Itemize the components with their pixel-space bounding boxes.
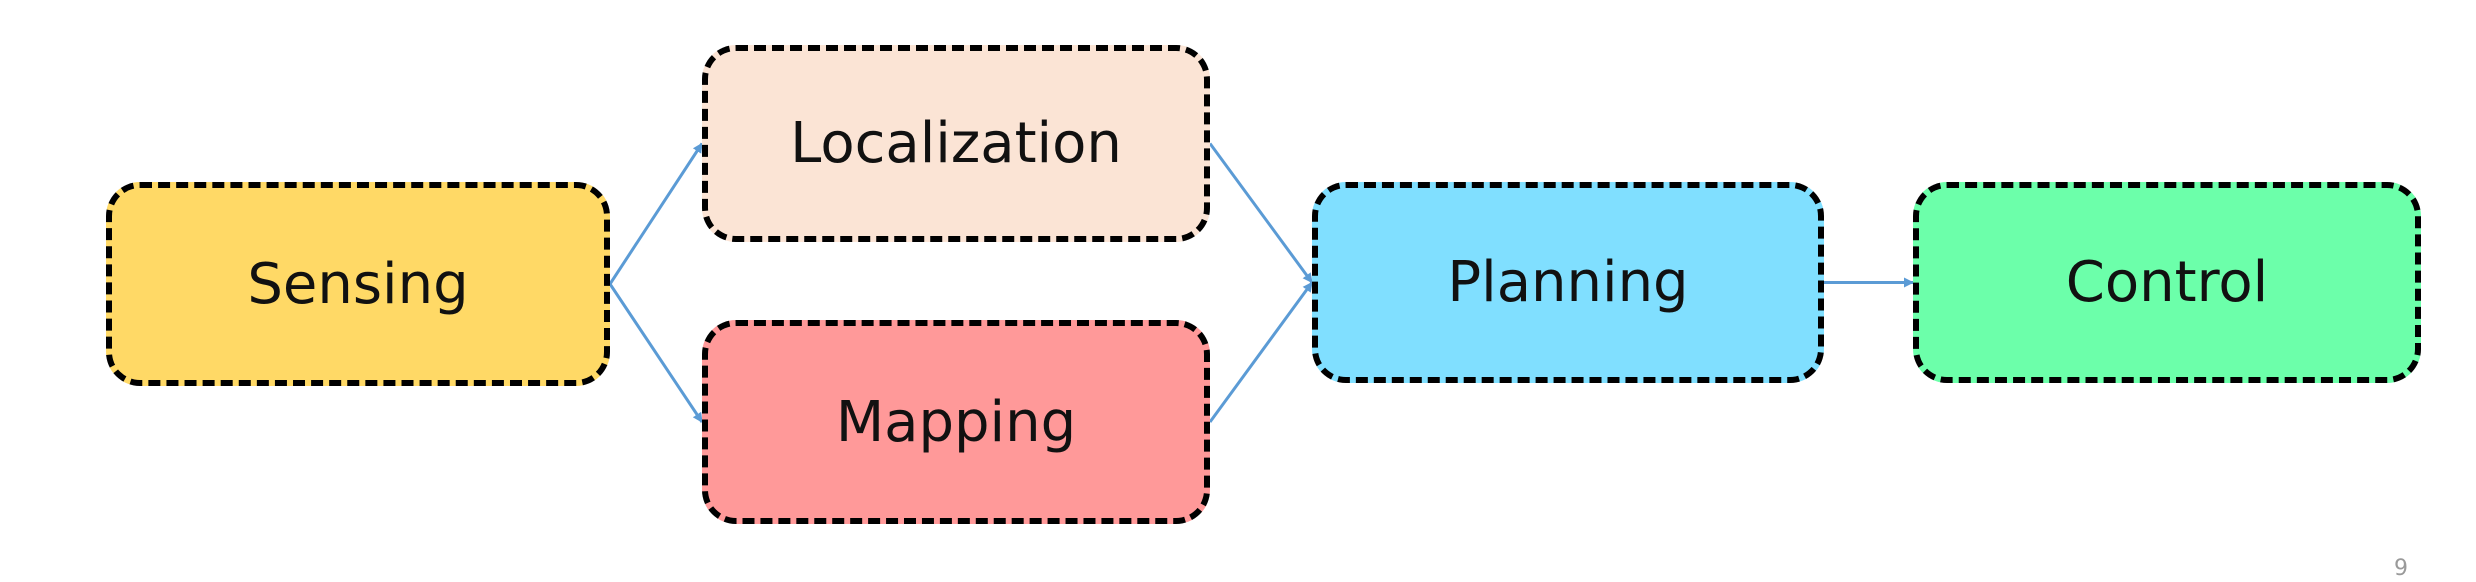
planning-node: Planning — [1312, 182, 1824, 383]
edge-sensing-to-mapping — [608, 283, 704, 423]
planning-label: Planning — [1447, 250, 1689, 315]
sensing-node: Sensing — [106, 182, 610, 386]
edge-localization-to-planning — [1208, 142, 1314, 284]
mapping-node: Mapping — [702, 320, 1210, 524]
control-label: Control — [2065, 250, 2269, 315]
edge-mapping-to-planning — [1208, 281, 1314, 423]
sensing-label: Sensing — [247, 251, 469, 317]
page-number: 9 — [2394, 556, 2408, 581]
edge-sensing-to-localization — [608, 142, 704, 285]
mapping-label: Mapping — [835, 389, 1077, 455]
localization-label: Localization — [790, 111, 1122, 176]
edge-group — [608, 142, 1914, 423]
control-node: Control — [1913, 182, 2421, 383]
localization-node: Localization — [702, 45, 1210, 242]
